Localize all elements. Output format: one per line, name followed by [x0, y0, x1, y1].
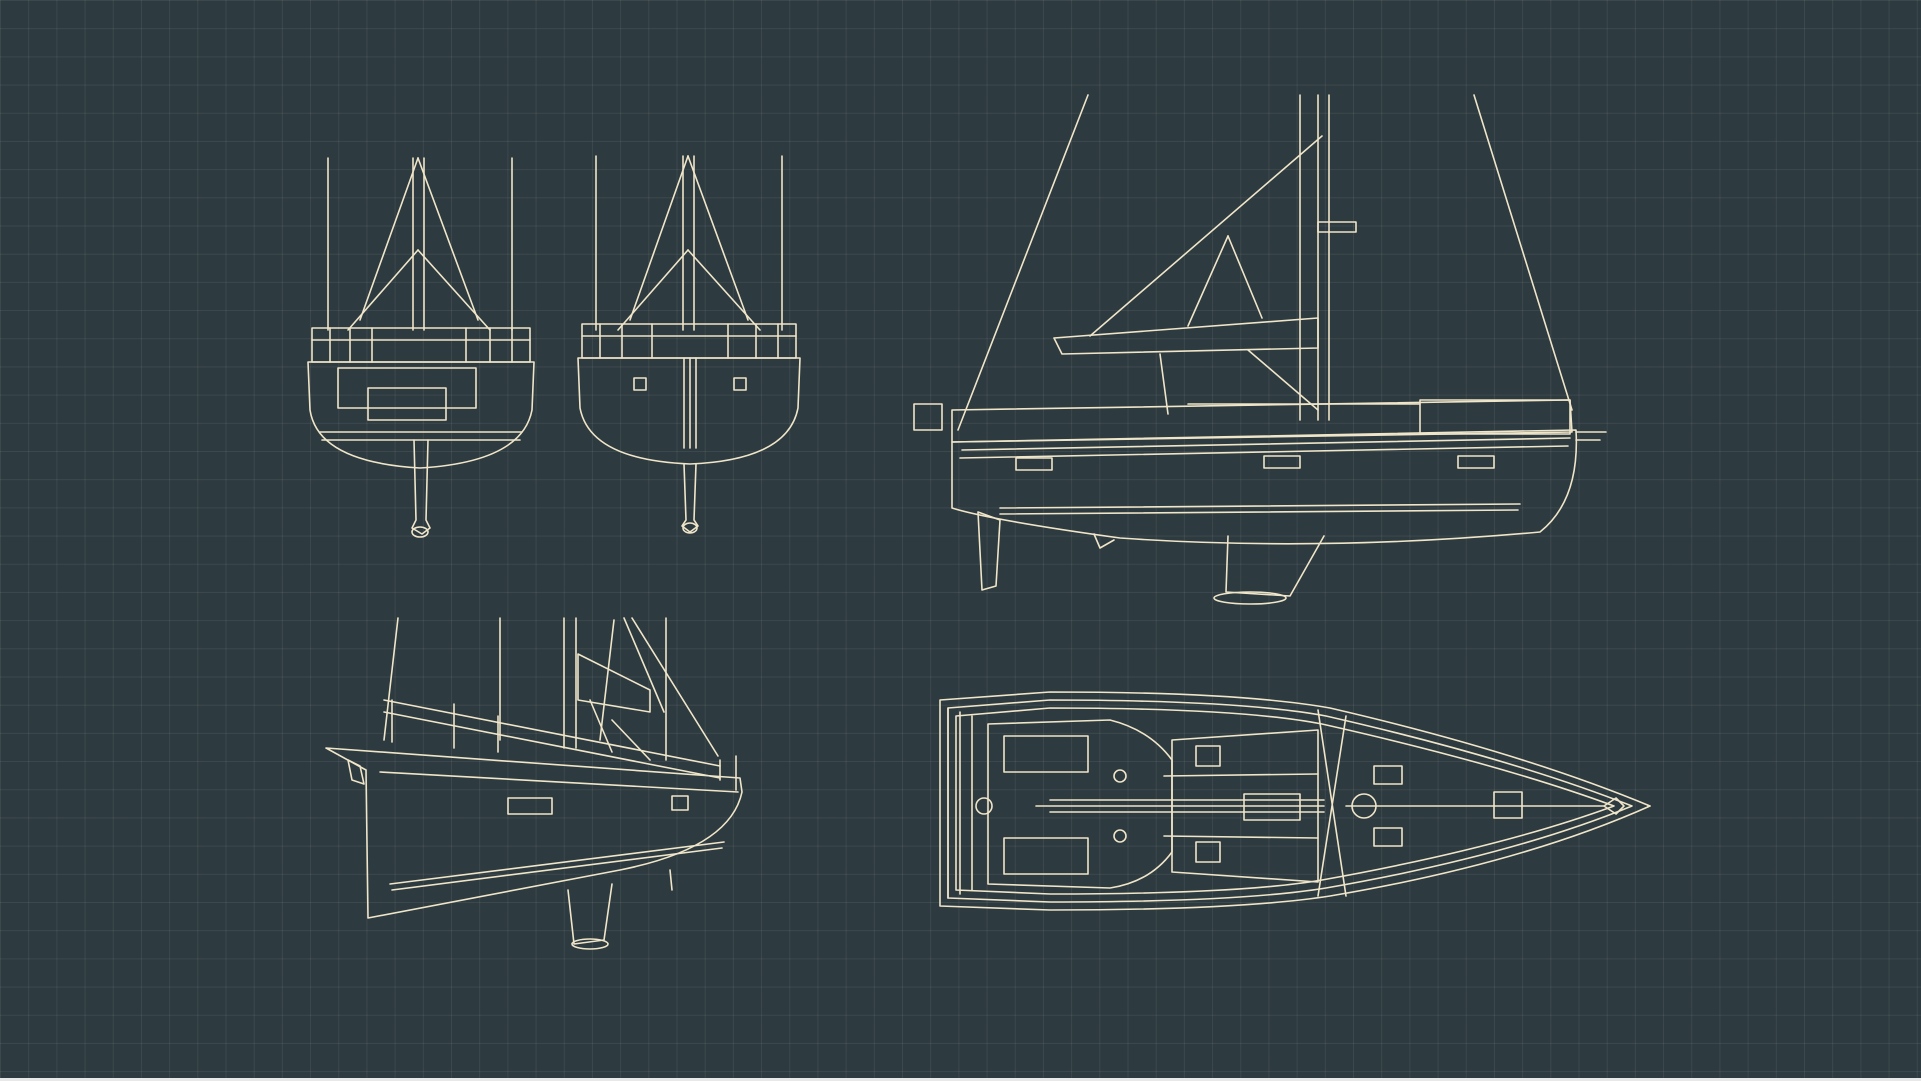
bottom-edge-strip: [0, 1078, 1921, 1081]
bow-view-drawing: [577, 155, 801, 534]
top-deck-plan-drawing: [939, 691, 1651, 911]
side-elevation-drawing: [913, 94, 1607, 605]
stern-view-drawing: [307, 157, 535, 538]
perspective-side-view-drawing: [325, 617, 743, 950]
